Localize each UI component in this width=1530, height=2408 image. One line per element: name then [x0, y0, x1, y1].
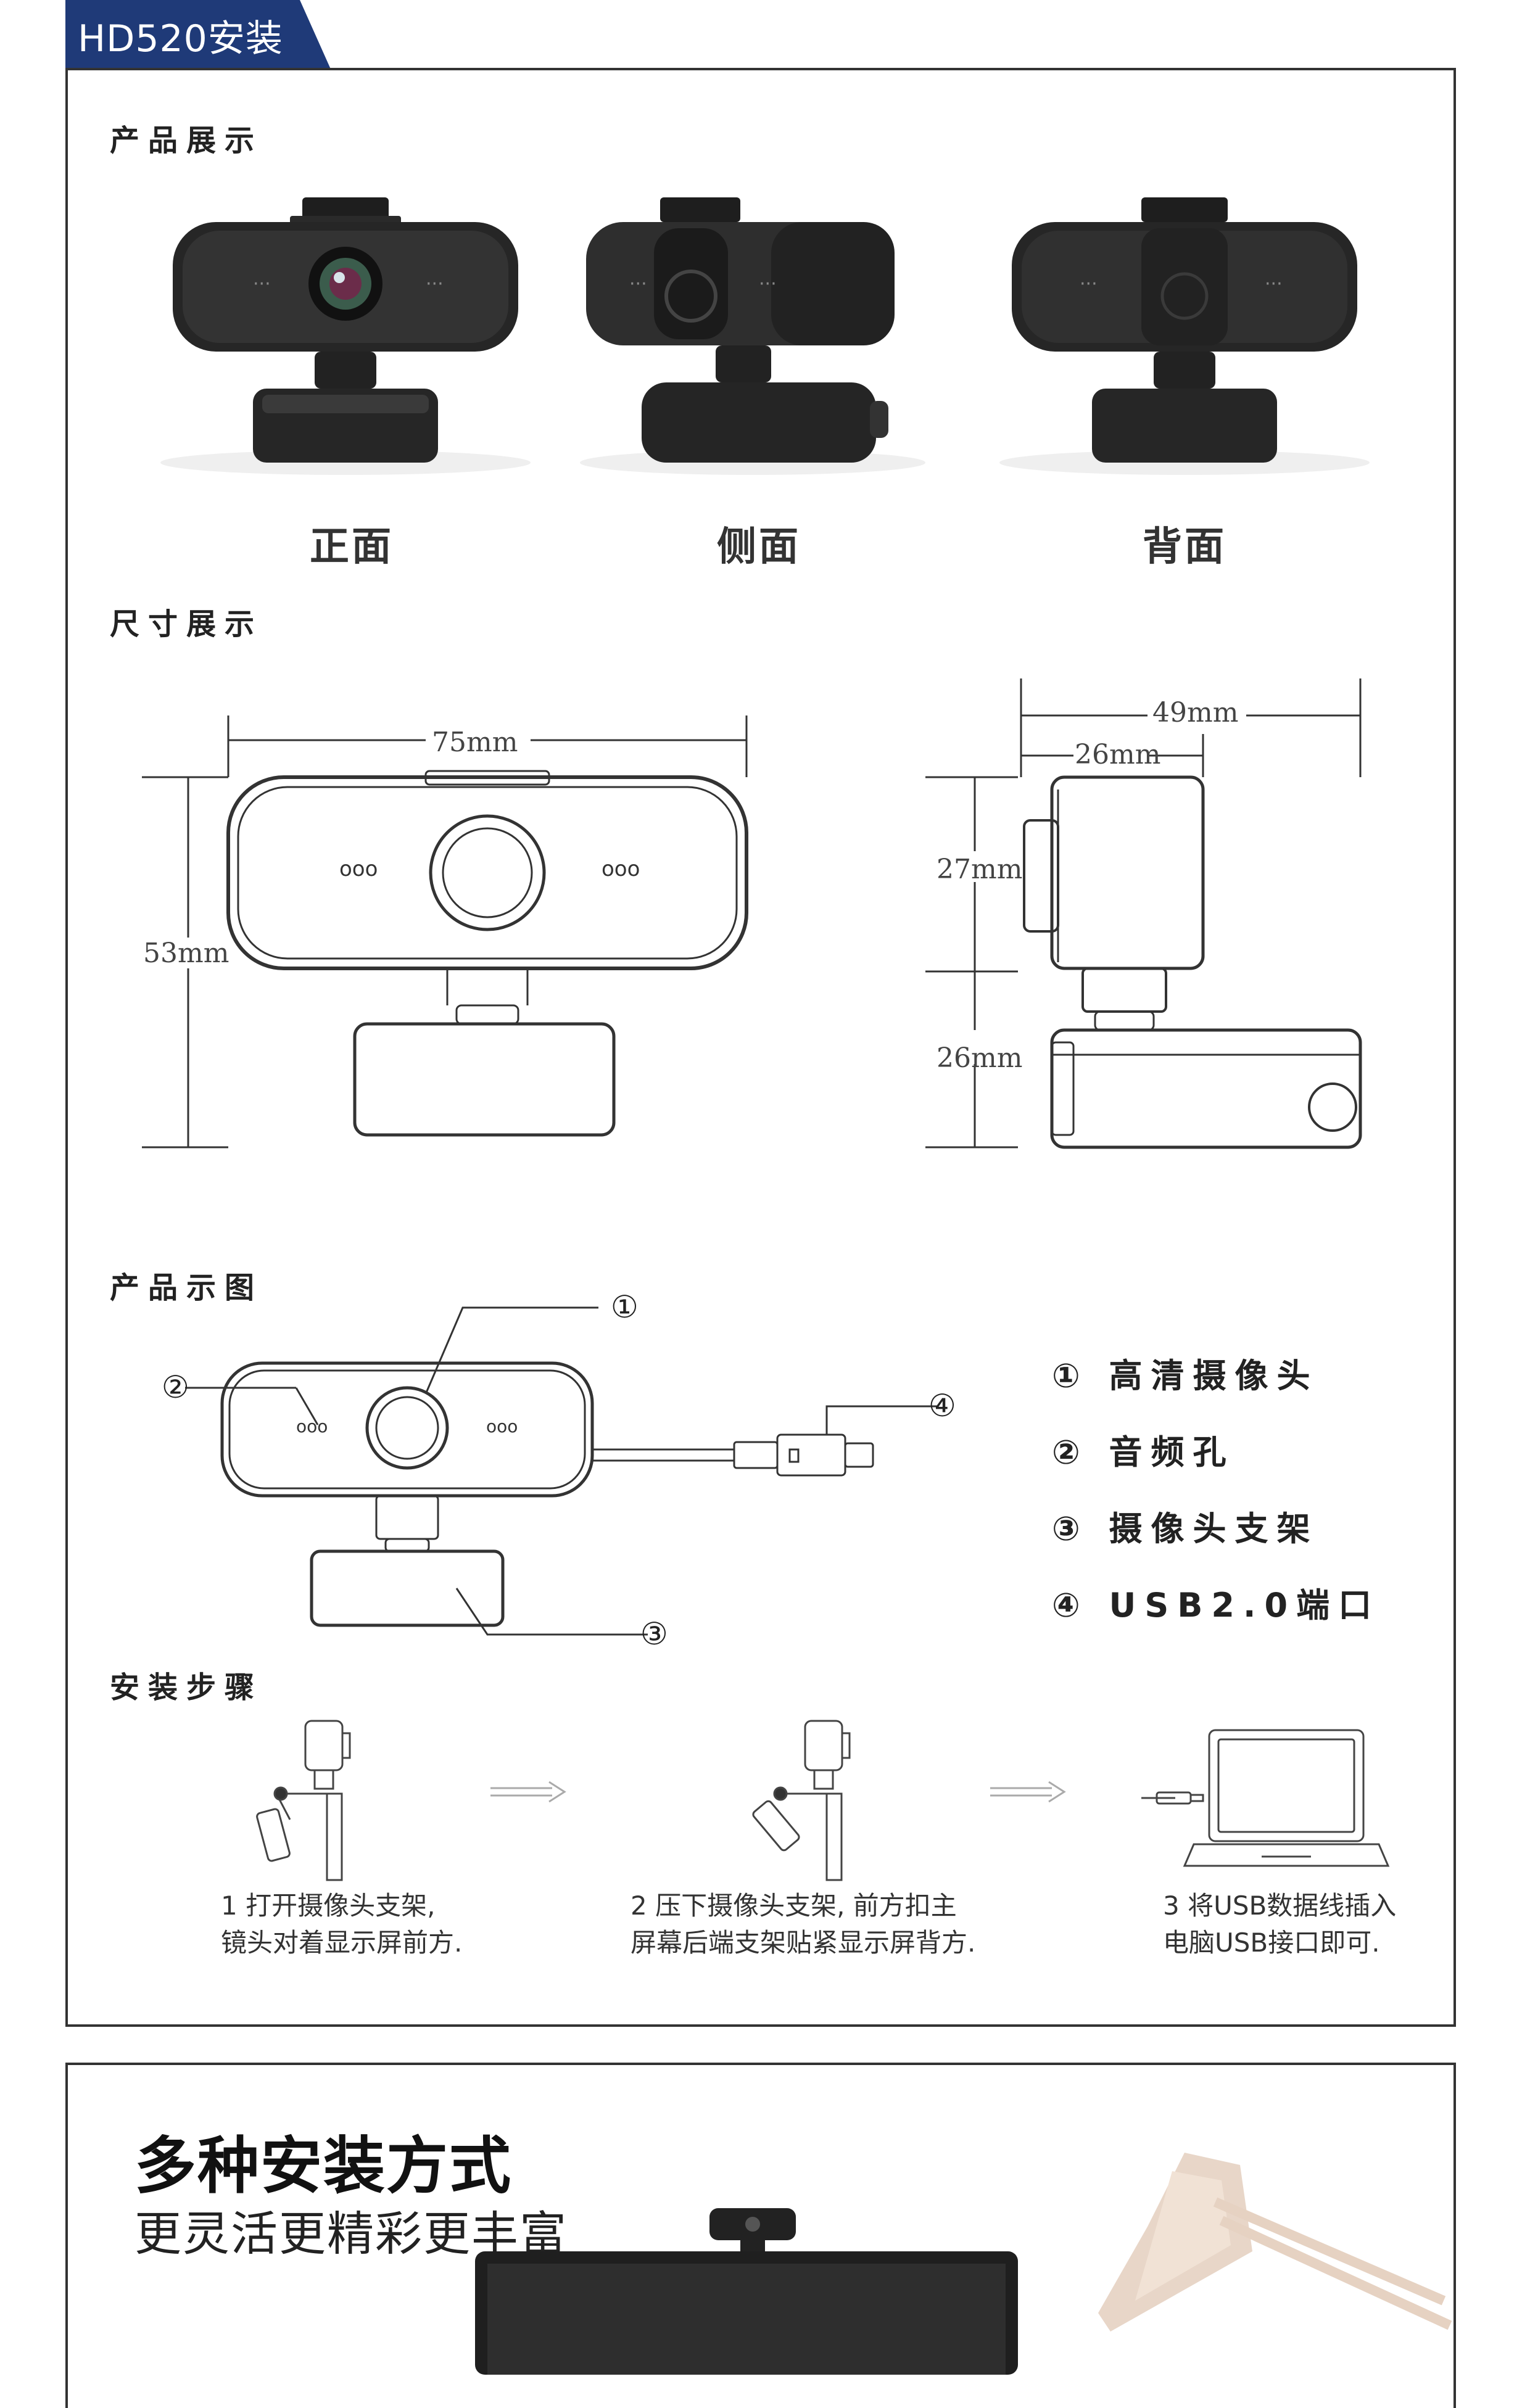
legend-item-4: ④ USB2.0端口	[1052, 1586, 1381, 1625]
camera-front-photo: ··· ···	[160, 197, 531, 475]
header-tag: HD520安装	[78, 17, 283, 60]
product-diagram: ooo ooo	[185, 1306, 938, 1636]
svg-text:···: ···	[759, 273, 777, 295]
step-1-line-1: 1 打开摄像头支架,	[221, 1891, 436, 1921]
step-2-illustration	[752, 1720, 851, 1881]
view-label-side: 侧面	[717, 524, 801, 570]
legend-item-2: ② 音频孔	[1052, 1433, 1235, 1472]
svg-text:···: ···	[426, 273, 444, 295]
callout-3: ③	[640, 1616, 668, 1652]
side-dimension-drawing	[925, 678, 1362, 1149]
monitor-with-webcam-illustration	[475, 2208, 1018, 2375]
callout-2: ②	[162, 1369, 189, 1405]
legend-item-3: ③ 摄像头支架	[1052, 1509, 1319, 1548]
dim-width: 75mm	[432, 727, 518, 758]
step-3-text: 3 将USB数据线插入 电脑USB接口即可.	[1163, 1887, 1396, 1961]
callout-1: ①	[611, 1289, 639, 1325]
svg-text:···: ···	[1265, 273, 1283, 295]
step-3-line-2: 电脑USB接口即可.	[1163, 1928, 1380, 1958]
step-3-line-1: 3 将USB数据线插入	[1163, 1891, 1397, 1921]
svg-text:···: ···	[629, 273, 647, 295]
step-2-text: 2 压下摄像头支架, 前方扣主 屏幕后端支架贴紧显示屏背方.	[631, 1887, 975, 1961]
front-dimension-drawing: ooo ooo	[142, 715, 748, 1148]
step-arrow-2	[990, 1781, 1066, 1803]
header-tag-shape	[65, 0, 331, 69]
section-title-size: 尺寸展示	[110, 607, 263, 641]
svg-text:ooo: ooo	[296, 1416, 328, 1437]
svg-text:···: ···	[1080, 273, 1098, 295]
dim-base-height: 26mm	[937, 1042, 1023, 1074]
svg-text:ooo: ooo	[339, 857, 378, 881]
step-3-laptop-illustration	[1141, 1729, 1390, 1867]
dim-cam-height: 27mm	[937, 854, 1023, 885]
svg-text:ooo: ooo	[486, 1416, 518, 1437]
step-2-line-1: 2 压下摄像头支架, 前方扣主	[631, 1891, 957, 1921]
section-title-diagram: 产品示图	[110, 1271, 263, 1305]
callout-4: ④	[928, 1388, 956, 1424]
camera-side-photo: ··· ···	[580, 197, 925, 475]
step-arrow-1	[490, 1781, 566, 1803]
step-1-illustration	[256, 1720, 351, 1881]
camera-back-photo: ··· ···	[999, 197, 1370, 475]
step-1-line-2: 镜头对着显示屏前方.	[221, 1928, 463, 1958]
section-title-display: 产品展示	[110, 123, 263, 158]
dim-height: 53mm	[143, 938, 230, 969]
dim-depth-total: 49mm	[1152, 697, 1239, 728]
dim-depth-cam: 26mm	[1075, 739, 1161, 770]
desk-lamp-illustration	[1098, 2153, 1452, 2332]
step-1-text: 1 打开摄像头支架, 镜头对着显示屏前方.	[221, 1887, 462, 1961]
step-2-line-2: 屏幕后端支架贴紧显示屏背方.	[631, 1928, 976, 1958]
promo-title: 多种安装方式	[134, 2130, 512, 2202]
view-label-back: 背面	[1143, 524, 1226, 570]
view-label-front: 正面	[310, 524, 394, 570]
svg-text:ooo: ooo	[602, 857, 640, 881]
section-title-install: 安装步骤	[110, 1670, 263, 1705]
svg-text:···: ···	[253, 273, 271, 295]
legend-item-1: ① 高清摄像头	[1052, 1356, 1319, 1395]
